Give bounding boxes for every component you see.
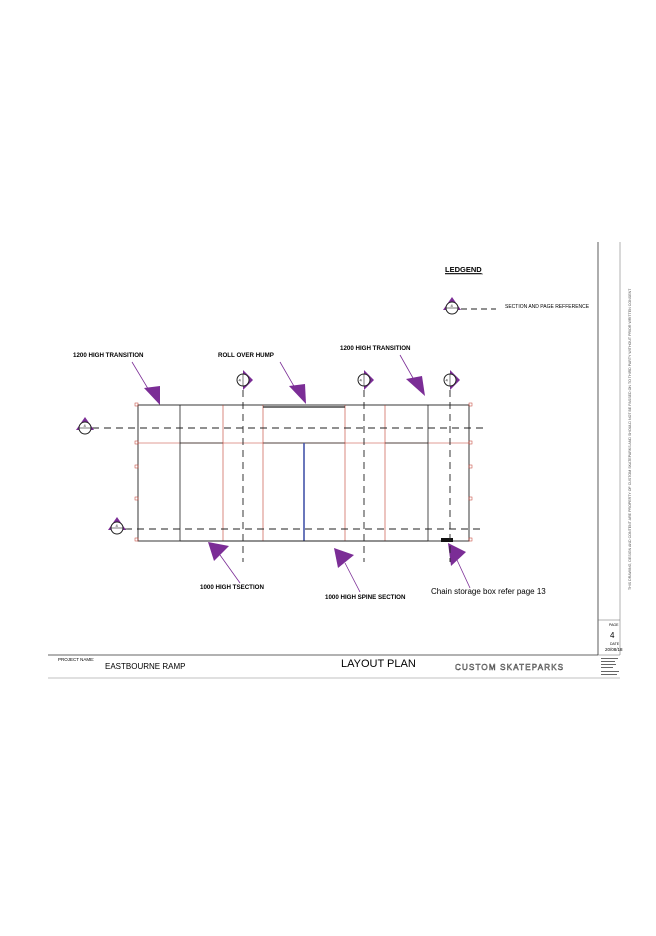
section-marker-top-3: 4 bbox=[443, 370, 460, 390]
leader-spine-section bbox=[334, 548, 361, 593]
legend-title: LEDGEND bbox=[445, 265, 482, 274]
legend-symbol-number: 4 bbox=[451, 303, 454, 308]
callout-roll-over-hump: ROLL OVER HUMP bbox=[218, 352, 274, 359]
legend-section-symbol: 4 bbox=[443, 297, 461, 315]
drawing-title: LAYOUT PLAN bbox=[341, 658, 416, 670]
section-marker-top-1: 4 bbox=[236, 370, 253, 390]
callout-spine-section: 1000 HIGH SPINE SECTION bbox=[325, 594, 406, 601]
callout-tsection: 1000 HIGH TSECTION bbox=[200, 584, 264, 591]
section-marker-top-2: 4 bbox=[357, 370, 374, 390]
date-value: 20/08/18 bbox=[605, 647, 623, 652]
callout-chain-storage: Chain storage box refer page 13 bbox=[431, 587, 546, 596]
section-marker-number: 4 bbox=[360, 378, 363, 383]
leader-tsection bbox=[208, 542, 241, 584]
callout-transition-left: 1200 HIGH TRANSITION bbox=[73, 352, 144, 359]
copyright-vertical-text: THIS DRAWING, DESIGN AND CONTENT ARE PRO… bbox=[628, 288, 632, 590]
project-name: EASTBOURNE RAMP bbox=[105, 662, 185, 671]
leader-chain-storage bbox=[448, 543, 471, 589]
section-marker-number: 4 bbox=[84, 423, 87, 428]
leader-transition-left bbox=[131, 361, 160, 405]
section-marker-number: 4 bbox=[116, 523, 119, 528]
callout-transition-right: 1200 HIGH TRANSITION bbox=[340, 345, 411, 352]
section-marker-number: 4 bbox=[239, 378, 242, 383]
legend-entry-label: SECTION AND PAGE REFFERENCE bbox=[505, 304, 590, 310]
leader-transition-right bbox=[399, 354, 425, 396]
section-marker-number: 4 bbox=[446, 378, 449, 383]
project-label: PROJECT NAME: bbox=[58, 657, 94, 662]
leader-roll-over-hump bbox=[279, 361, 306, 404]
company-logo: CUSTOM SKATEPARKS bbox=[455, 663, 564, 672]
section-marker-left-2: 4 bbox=[108, 517, 126, 535]
chain-storage-box bbox=[441, 538, 453, 542]
page-label: PAGE bbox=[609, 623, 619, 627]
ramp-plan bbox=[92, 390, 488, 562]
page-number: 4 bbox=[610, 631, 615, 640]
company-contact-block bbox=[601, 658, 619, 675]
section-marker-left-1: 4 bbox=[76, 417, 94, 435]
date-label: DATE bbox=[610, 642, 620, 646]
